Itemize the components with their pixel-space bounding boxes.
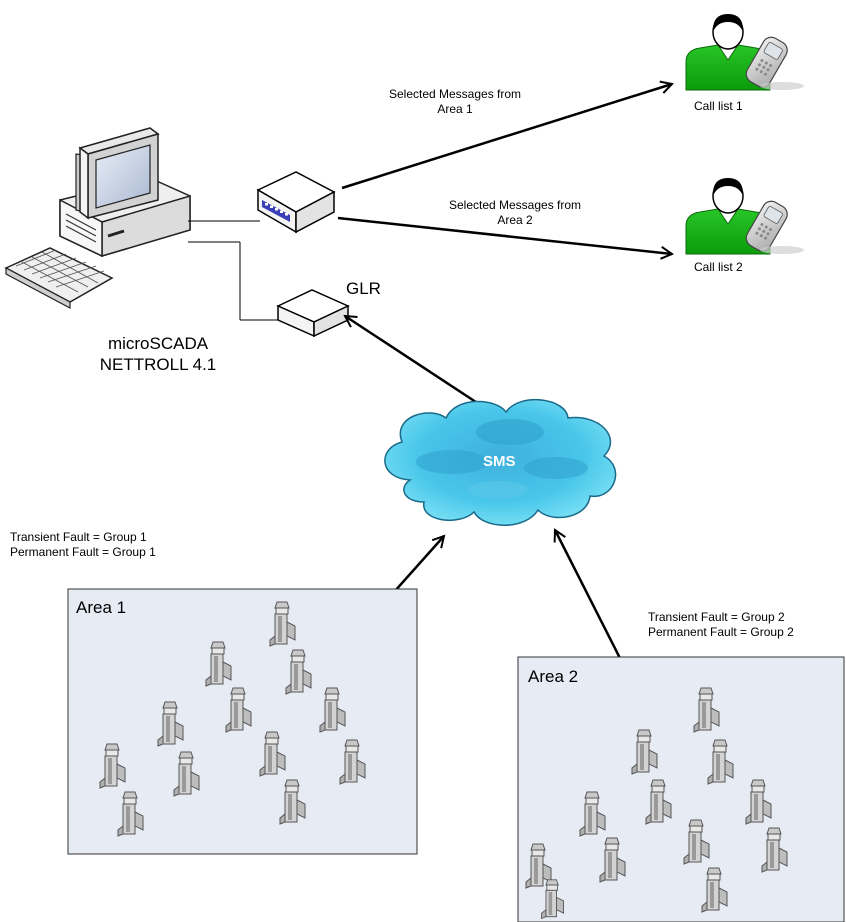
computer-label-line2: NETTROLL 4.1 — [99, 355, 217, 374]
glr-device-icon — [276, 289, 350, 338]
message-arrows — [337, 84, 672, 675]
arrow-area2-to-sms — [555, 530, 630, 675]
computer-icon — [4, 127, 191, 309]
message-area-2-line1: Selected Messages from — [448, 198, 582, 212]
call-list-2-person-icon — [685, 177, 805, 256]
sms-label: SMS — [483, 453, 516, 470]
arrow-to-call-list-1 — [341, 84, 672, 190]
computer-label-line1: microSCADA — [107, 334, 209, 353]
computer-label: microSCADA NETTROLL 4.1 — [78, 333, 238, 375]
area-2-transient-fault: Transient Fault = Group 2 — [648, 610, 785, 624]
area-1-title: Area 1 — [76, 598, 127, 617]
arrow-to-call-list-2 — [337, 216, 672, 254]
modem-icon — [256, 171, 336, 234]
message-area-2-label: Selected Messages from Area 2 — [420, 198, 610, 228]
computer-connections — [188, 220, 278, 321]
call-list-1-person-icon — [685, 13, 805, 92]
area-2-box — [517, 656, 845, 922]
glr-label: GLR — [346, 279, 381, 298]
area-1-transient-fault: Transient Fault = Group 1 — [10, 530, 147, 544]
area-2-group-text: Transient Fault = Group 2 Permanent Faul… — [648, 610, 794, 640]
message-area-1-label: Selected Messages from Area 1 — [360, 87, 550, 117]
area-1-permanent-fault: Permanent Fault = Group 1 — [10, 545, 156, 559]
message-area-1-line1: Selected Messages from — [388, 87, 522, 101]
area-2-permanent-fault: Permanent Fault = Group 2 — [648, 625, 794, 639]
message-area-2-line2: Area 2 — [497, 213, 533, 227]
call-list-1-label: Call list 1 — [694, 99, 743, 113]
call-list-2-label: Call list 2 — [694, 260, 743, 274]
area-1-group-text: Transient Fault = Group 1 Permanent Faul… — [10, 530, 156, 560]
arrow-sms-to-glr — [345, 316, 486, 410]
sms-cloud-icon — [384, 398, 617, 526]
area-2-title: Area 2 — [528, 667, 579, 686]
message-area-1-line2: Area 1 — [437, 102, 473, 116]
